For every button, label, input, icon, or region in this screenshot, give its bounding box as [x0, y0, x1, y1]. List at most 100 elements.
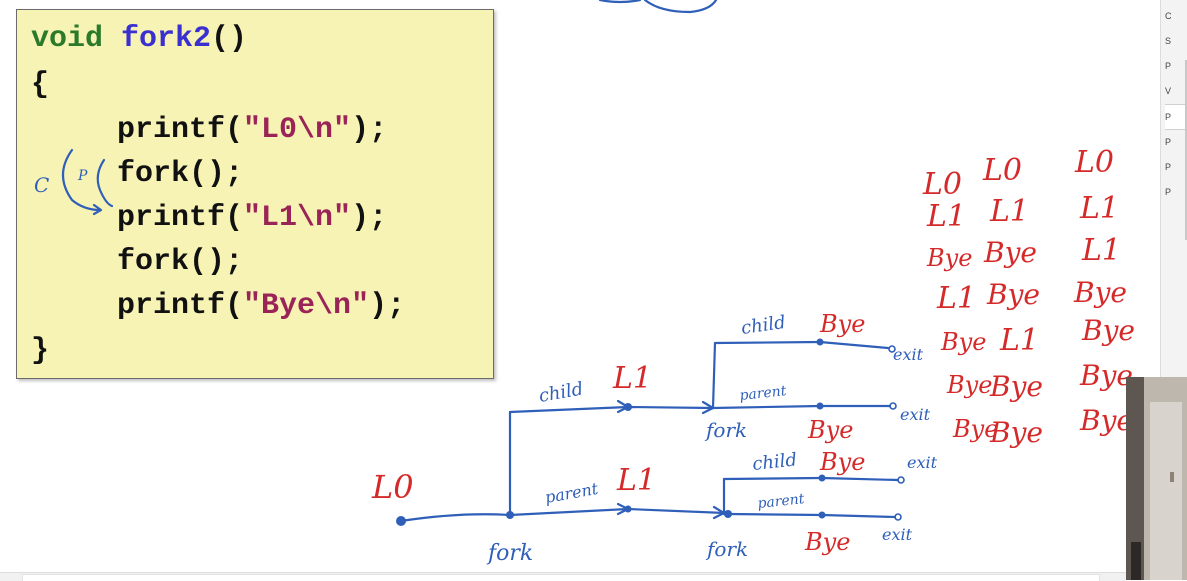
- panel-item[interactable]: P: [1165, 137, 1172, 147]
- output-col2-row1: L0: [982, 153, 1022, 188]
- arg-open: (: [225, 289, 244, 323]
- exit-label-4: exit: [882, 525, 913, 544]
- output-col2-row7: Bye: [989, 416, 1043, 449]
- parent1-label: parent: [543, 479, 600, 507]
- child2-exit-node: [888, 345, 896, 353]
- fork3-label: fork: [705, 537, 748, 561]
- output-column-3: L0 L1 L1 Bye Bye Bye Bye: [1073, 145, 1135, 437]
- parent2-exit-node: [889, 402, 897, 410]
- panel-item[interactable]: V: [1165, 86, 1172, 96]
- child3-label: child: [751, 449, 798, 475]
- process-graph: [396, 338, 905, 526]
- output-col3-row6: Bye: [1079, 359, 1133, 392]
- output-col3-row4: Bye: [1073, 276, 1127, 309]
- output-col3-row7: Bye: [1079, 404, 1133, 437]
- output-col1-row5: Bye: [940, 328, 986, 356]
- annotation-layer: C P L0 fo: [34, 0, 1135, 566]
- output-col2-row6: Bye: [989, 370, 1043, 403]
- output-col2-row3: Bye: [983, 236, 1037, 269]
- printf-call: printf: [117, 201, 226, 235]
- output-col1-row7: Bye: [952, 415, 998, 443]
- panel-item-selected[interactable]: P: [1165, 104, 1187, 130]
- output-col3-row2: L1: [1079, 191, 1119, 226]
- root-edge: [399, 513, 512, 523]
- child3-edge: [722, 476, 822, 481]
- output-col1-row4: L1: [936, 281, 976, 316]
- panel-item[interactable]: S: [1165, 36, 1172, 46]
- margin-c-label: C: [34, 173, 49, 197]
- fork2-child-vertical: [711, 341, 717, 410]
- arg-open: (: [225, 201, 244, 235]
- top-scribble: [598, 0, 718, 14]
- output-col2-row5: L1: [999, 323, 1039, 358]
- signature-parens: (): [211, 22, 248, 56]
- child2-exit-edge: [818, 340, 890, 350]
- parent2-label: parent: [739, 383, 788, 404]
- fork-call: fork: [117, 157, 190, 191]
- child3-print-label: Bye: [819, 448, 865, 476]
- child1-edge: [508, 405, 630, 414]
- output-col2-row2: L1: [989, 194, 1029, 229]
- panel-item[interactable]: C: [1165, 11, 1172, 21]
- fork-call: fork: [117, 245, 190, 279]
- margin-p-label: P: [77, 168, 88, 184]
- fork2-label: fork: [704, 418, 747, 442]
- exit-label-3: exit: [907, 453, 938, 472]
- child2-print-label: Bye: [819, 310, 865, 338]
- output-column-1: L0 L1 Bye L1 Bye Bye Bye: [922, 167, 998, 443]
- function-name: fork2: [121, 22, 212, 56]
- webcam-scene: [1126, 377, 1187, 580]
- webcam-video: [1126, 377, 1187, 580]
- parent1-edge: [508, 507, 630, 517]
- parent1-print-label: L1: [616, 463, 656, 498]
- panel-scrollbar[interactable]: [1185, 60, 1187, 240]
- parent3-exit-node: [894, 513, 902, 521]
- code-line-printf-l0: printf("L0\n");: [117, 113, 387, 147]
- keyword-void: void: [31, 22, 104, 56]
- output-col1-row1: L0: [922, 167, 962, 202]
- notes-pane[interactable]: [22, 574, 1100, 581]
- code-line-printf-l1: printf("L1\n");: [117, 201, 387, 235]
- fork-call-end: ();: [189, 245, 244, 279]
- panel-item[interactable]: P: [1165, 162, 1172, 172]
- output-column-2: L0 L1 Bye Bye L1 Bye Bye: [982, 153, 1043, 449]
- code-slide: void fork2() { printf("L0\n"); fork(); p…: [16, 9, 494, 379]
- printf-call: printf: [117, 289, 226, 323]
- output-col1-row6: Bye: [946, 371, 992, 399]
- parent3-exit-edge: [820, 513, 897, 519]
- child2-label: child: [740, 312, 787, 339]
- fork1-label: fork: [486, 541, 533, 566]
- child3-exit-node: [897, 476, 905, 484]
- code-open-brace: {: [31, 68, 50, 102]
- child1-to-fork2: [626, 405, 715, 410]
- code-line-printf-bye: printf("Bye\n");: [117, 289, 405, 323]
- output-col3-row5: Bye: [1081, 314, 1135, 347]
- panel-item[interactable]: P: [1165, 61, 1172, 71]
- parent3-label: parent: [757, 491, 806, 512]
- child1-print-label: L1: [612, 361, 652, 396]
- parent2-edge: [711, 404, 822, 410]
- panel-item[interactable]: P: [1165, 187, 1172, 197]
- parent3-print-label: Bye: [804, 528, 850, 556]
- string-bye: "Bye\n": [243, 289, 370, 323]
- output-col1-row2: L1: [926, 199, 966, 234]
- arg-close: );: [369, 289, 406, 323]
- child2-edge: [713, 340, 822, 345]
- child1-label: child: [537, 378, 585, 406]
- output-col1-row3: Bye: [926, 244, 972, 272]
- output-col3-row1: L0: [1074, 145, 1114, 180]
- parent1-to-fork3: [626, 507, 727, 515]
- arg-close: );: [351, 113, 388, 147]
- exit-label-1: exit: [893, 345, 924, 364]
- code-line-fork-1: fork();: [117, 157, 243, 191]
- code-line-signature: void fork2(): [31, 22, 247, 56]
- string-l1: "L1\n": [243, 201, 352, 235]
- root-print-label: L0: [371, 468, 414, 506]
- printf-call: printf: [117, 113, 226, 147]
- string-l0: "L0\n": [243, 113, 352, 147]
- margin-arrow-p: [96, 158, 114, 208]
- code-close-brace: }: [31, 334, 50, 368]
- code-line-fork-2: fork();: [117, 245, 243, 279]
- arg-open: (: [225, 113, 244, 147]
- exit-label-2: exit: [900, 405, 931, 424]
